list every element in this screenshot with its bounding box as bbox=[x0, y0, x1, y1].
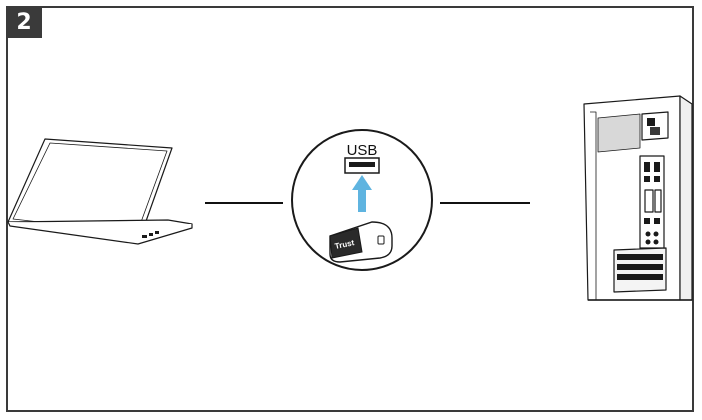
diagram-frame bbox=[6, 6, 694, 412]
step-number-badge: 2 bbox=[6, 6, 42, 38]
desktop-tower-icon bbox=[583, 95, 693, 301]
arrow-up-icon bbox=[352, 175, 372, 212]
usb-receiver-icon: Trust bbox=[329, 221, 393, 263]
usb-port-label: USB bbox=[347, 142, 378, 159]
receiver-brand-label: Trust bbox=[334, 238, 355, 251]
laptop-icon bbox=[7, 138, 193, 245]
usb-port-icon bbox=[344, 157, 380, 174]
